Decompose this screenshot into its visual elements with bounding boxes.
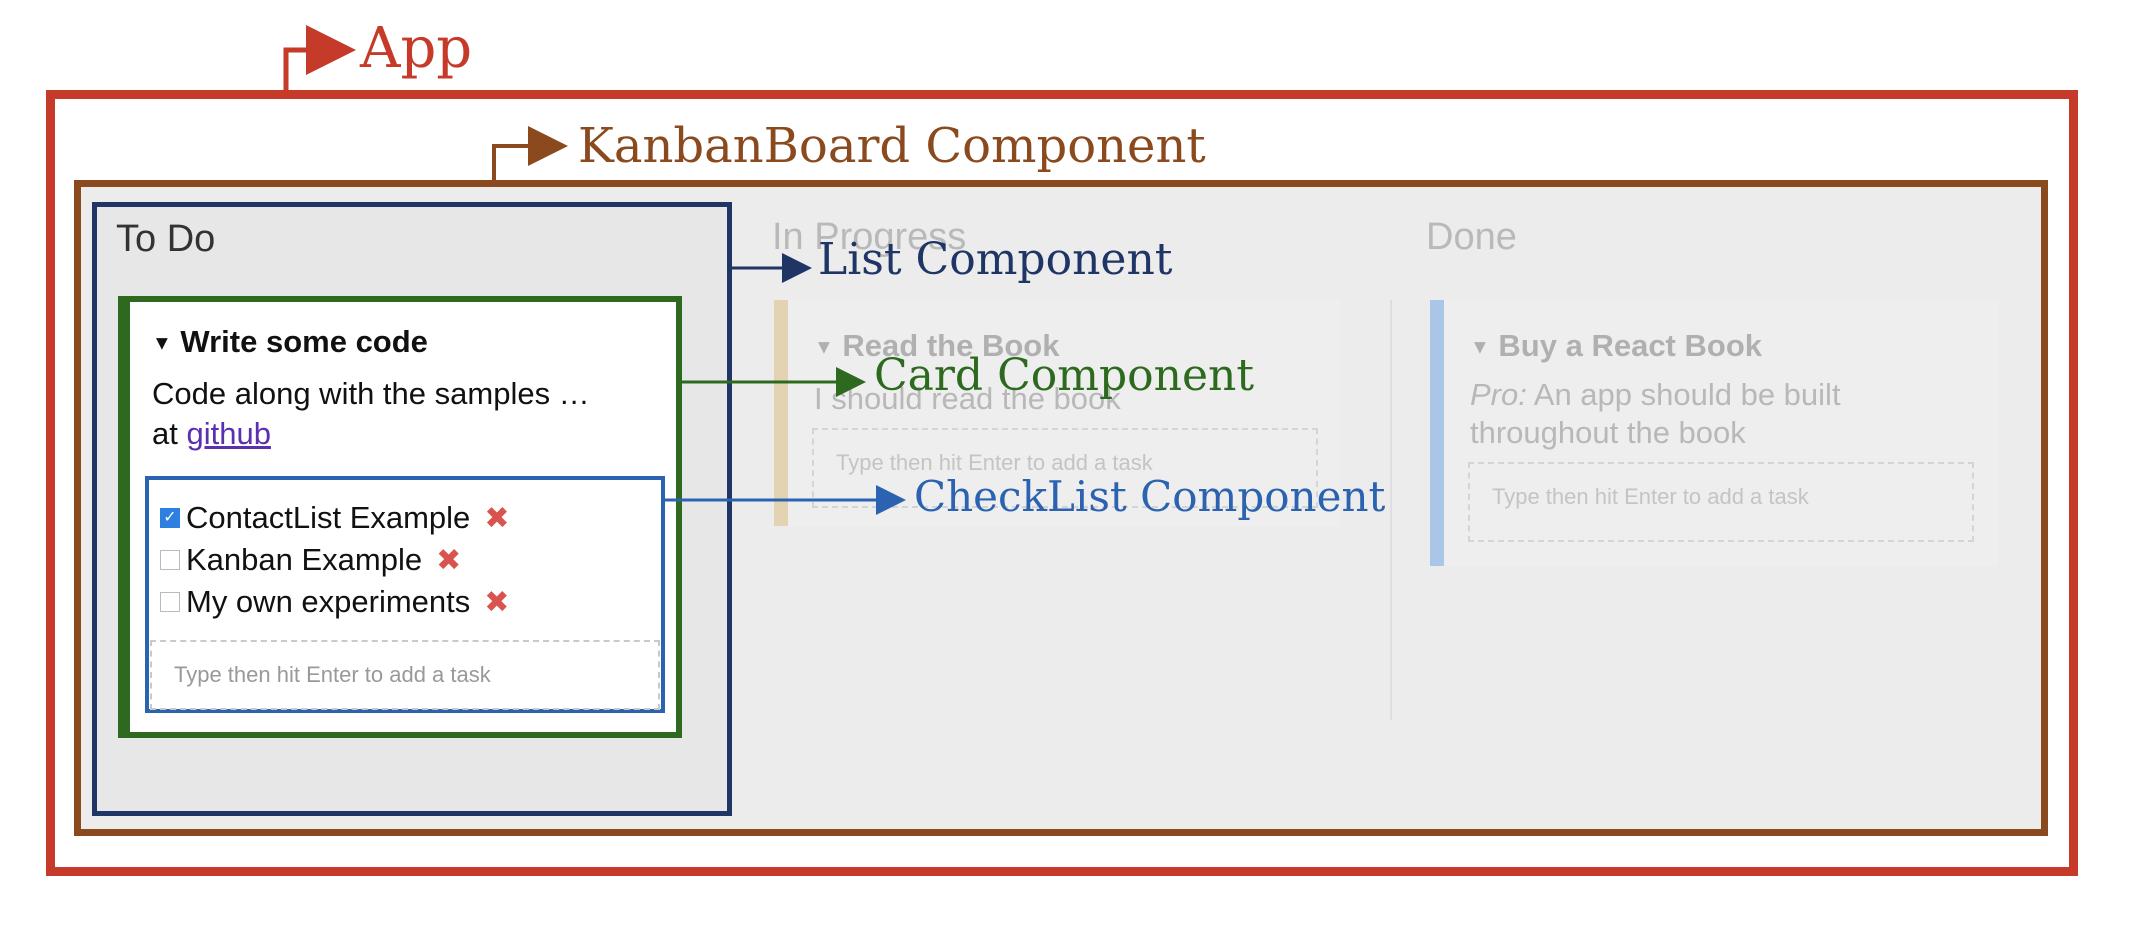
label-app: App xyxy=(360,16,473,81)
card-title-text: Buy a React Book xyxy=(1498,328,1762,363)
checkbox-icon[interactable]: ✓ xyxy=(160,508,180,528)
column-divider xyxy=(1390,300,1392,720)
label-checklist: CheckList Component xyxy=(914,472,1386,521)
task-input[interactable]: Type then hit Enter to add a task xyxy=(812,428,1318,508)
description-prefix: at xyxy=(152,416,178,451)
task-name: Kanban Example xyxy=(186,542,423,577)
card-accent-bar xyxy=(1430,300,1444,566)
task-name: ContactList Example xyxy=(186,500,471,535)
label-list: List Component xyxy=(818,234,1173,285)
label-card: Card Component xyxy=(874,350,1255,401)
triangle-down-icon[interactable]: ▼ xyxy=(1470,336,1490,359)
card-title-text: Write some code xyxy=(180,324,428,359)
card-buy-a-react-book[interactable]: ▼ Buy a React Book Pro: An app should be… xyxy=(1430,300,1998,566)
checkbox-icon[interactable] xyxy=(160,592,180,612)
x-icon[interactable]: ✖ xyxy=(436,543,462,577)
card-title-text: Read the Book xyxy=(842,328,1060,363)
card-title[interactable]: ▼ Write some code xyxy=(152,324,428,360)
checklist-outline xyxy=(145,476,665,713)
card-description: Code along with the samples … xyxy=(152,376,590,411)
checkbox-icon[interactable] xyxy=(160,550,180,570)
card-accent-bar xyxy=(774,300,788,526)
task-input[interactable]: Type then hit Enter to add a task xyxy=(150,640,660,710)
triangle-down-icon[interactable]: ▼ xyxy=(814,336,834,359)
list-title-to-do: To Do xyxy=(116,218,216,260)
task-item: Kanban Example ✖ xyxy=(160,542,461,578)
task-item: My own experiments ✖ xyxy=(160,584,509,620)
github-link[interactable]: github xyxy=(186,416,271,451)
label-kanban-board: KanbanBoard Component xyxy=(578,118,1206,174)
card-description: Pro: An app should be built xyxy=(1470,376,1841,414)
x-icon[interactable]: ✖ xyxy=(484,585,510,619)
task-name: My own experiments xyxy=(186,584,471,619)
card-title[interactable]: ▼ Buy a React Book xyxy=(1470,328,1762,364)
card-description-line2: throughout the book xyxy=(1470,415,1746,450)
x-icon[interactable]: ✖ xyxy=(484,501,510,535)
triangle-down-icon[interactable]: ▼ xyxy=(152,332,172,355)
app-outline xyxy=(46,90,2078,876)
pro-label: Pro: xyxy=(1470,377,1527,412)
card-read-the-book[interactable]: ▼ Read the Book I should read the book T… xyxy=(774,300,1340,526)
description-text: An app should be built xyxy=(1526,377,1841,412)
list-title-in-progress: In Progress xyxy=(772,216,967,258)
card-title[interactable]: ▼ Read the Book xyxy=(814,328,1059,364)
task-item: ✓ ContactList Example ✖ xyxy=(160,500,509,536)
list-title-done: Done xyxy=(1426,216,1517,258)
app-arrow xyxy=(283,25,356,90)
board-arrow xyxy=(492,126,568,182)
card-description-line2: at github xyxy=(152,414,271,454)
task-input[interactable]: Type then hit Enter to add a task xyxy=(1468,462,1974,542)
card-write-some-code[interactable] xyxy=(118,296,682,738)
